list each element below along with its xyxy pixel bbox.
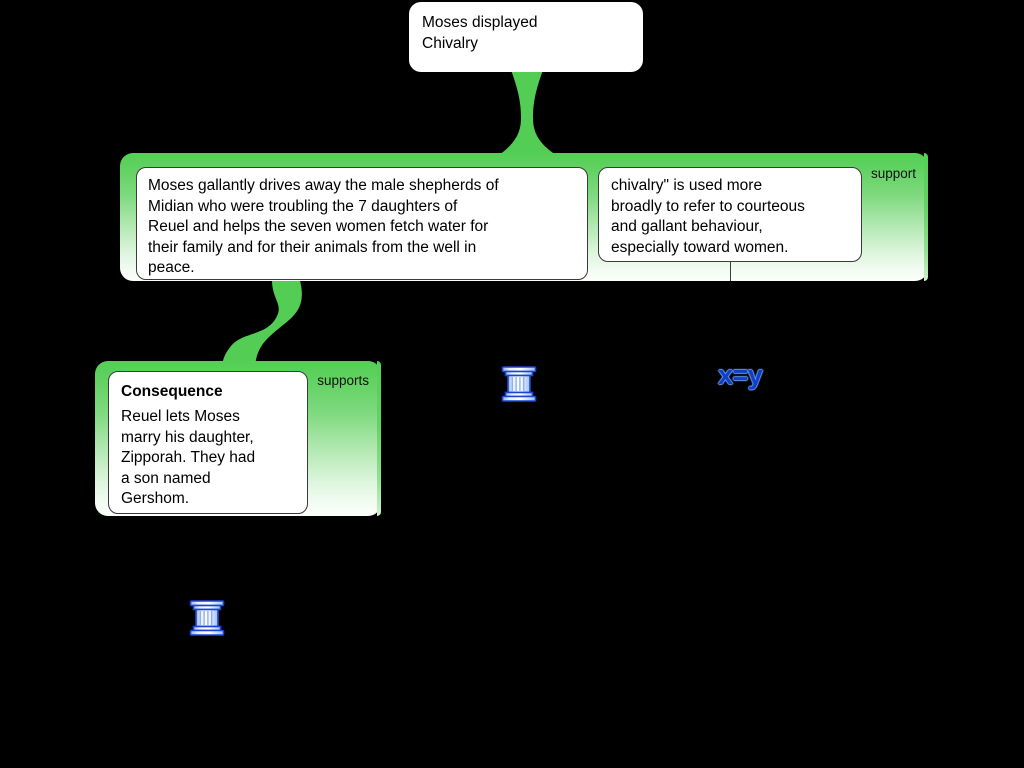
root-claim-box[interactable]: Moses displayed Chivalry [409,2,643,72]
premise-2-stem-line [730,262,731,281]
connector-root-to-support [499,70,556,155]
consequence-title: Consequence [121,383,223,400]
connector-support-to-consequence [222,280,302,372]
root-claim-text: Moses displayed Chivalry [422,14,538,52]
consequence-group-label: supports [317,373,369,388]
pillar-icon-glyph [189,600,225,636]
pillar-icon[interactable] [499,361,539,407]
pillar-icon[interactable] [187,595,227,641]
premise-text: chivalry" is used more broadly to refer … [611,177,805,256]
premise-box-moses-gallantly[interactable]: Moses gallantly drives away the male she… [136,167,588,280]
premise-box-chivalry-definition[interactable]: chivalry" is used more broadly to refer … [598,167,862,262]
consequence-box[interactable]: Consequence Reuel lets Moses marry his d… [108,371,308,514]
premise-text: Moses gallantly drives away the male she… [148,177,499,276]
pillar-icon-glyph [501,366,537,402]
consequence-text: Reuel lets Moses marry his daughter, Zip… [121,408,256,507]
support-group-label: support [870,166,916,181]
equation-icon[interactable]: x=y [718,360,763,390]
